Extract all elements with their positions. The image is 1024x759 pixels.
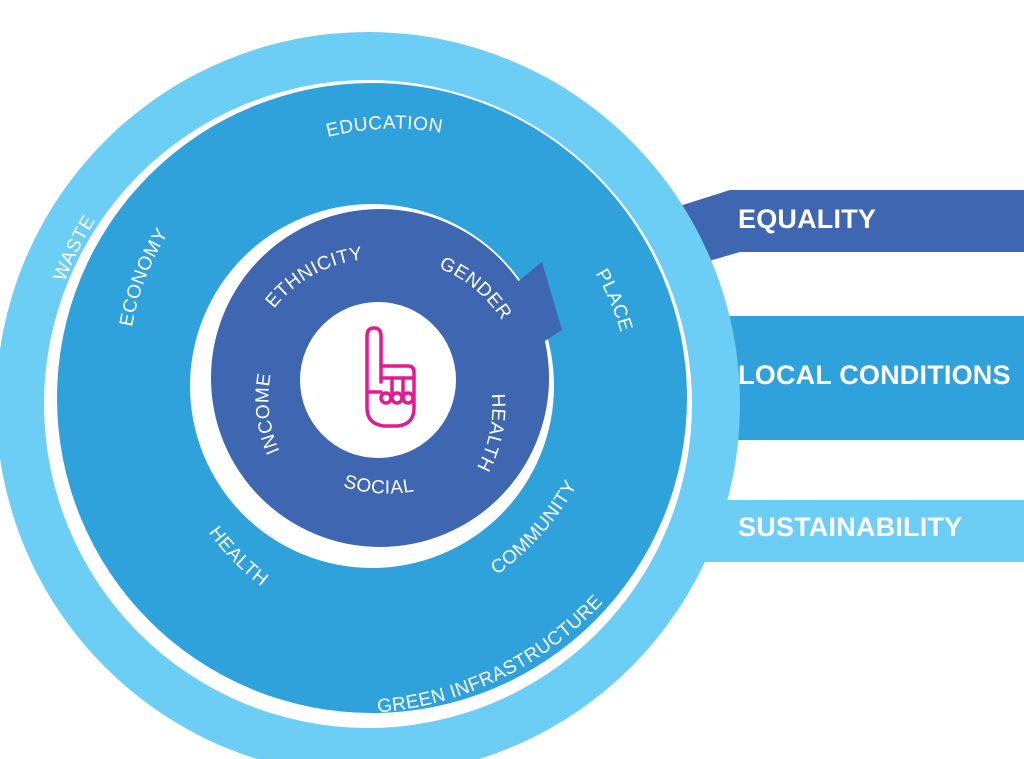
sustainability-band — [640, 488, 1024, 562]
sustainability-label: SUSTAINABILITY — [738, 512, 963, 542]
center-circle — [300, 302, 456, 458]
local-conditions-label: LOCAL CONDITIONS — [738, 360, 1011, 390]
raised-index-finger-hand-icon — [365, 326, 416, 428]
equality-label: EQUALITY — [738, 204, 877, 234]
inner-ring-connector — [500, 262, 562, 348]
